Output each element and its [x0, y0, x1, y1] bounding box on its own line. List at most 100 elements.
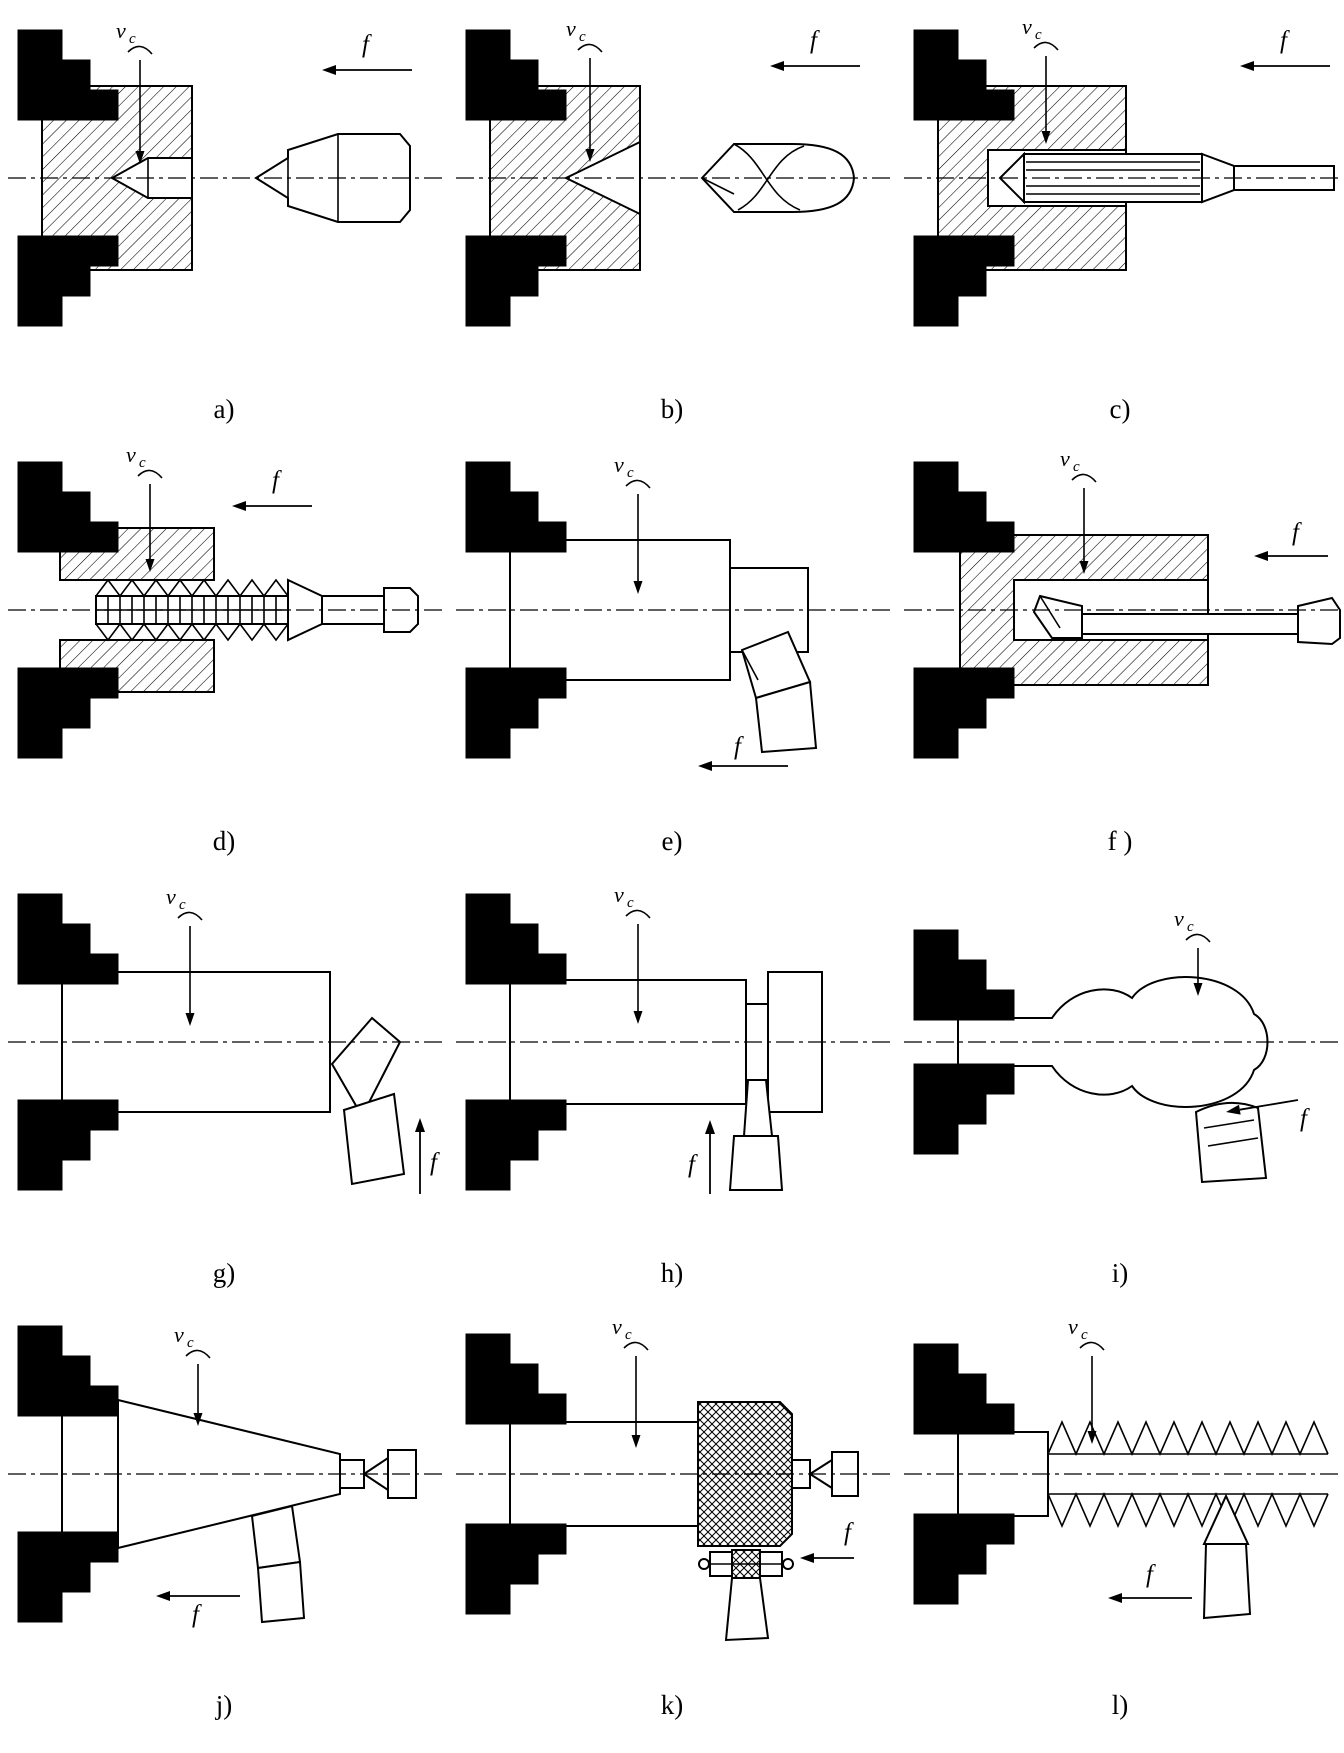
feed-annotation: f	[800, 1519, 854, 1563]
svg-text:v: v	[614, 452, 624, 477]
chuck	[17, 1325, 119, 1623]
svg-text:c: c	[139, 455, 146, 471]
svg-text:v: v	[1174, 906, 1184, 931]
chuck	[913, 29, 1015, 327]
panel-caption: k)	[660, 1690, 684, 1720]
chuck	[465, 461, 567, 759]
boring-tool	[1032, 594, 1341, 646]
svg-text:v: v	[566, 16, 576, 41]
chuck	[913, 1343, 1015, 1605]
facing-tool	[330, 1016, 406, 1186]
feed-annotation: f	[1240, 27, 1330, 71]
panel-caption: a)	[213, 394, 235, 424]
turning-tool	[740, 630, 818, 754]
chuck	[465, 29, 567, 327]
panel-caption: f )	[1107, 826, 1133, 856]
svg-text:c: c	[179, 897, 186, 913]
svg-text:f: f	[1280, 27, 1290, 54]
panel-caption: h)	[660, 1258, 684, 1288]
svg-text:c: c	[187, 1335, 194, 1351]
svg-text:c: c	[579, 29, 586, 45]
svg-text:f: f	[1300, 1105, 1310, 1132]
svg-text:c: c	[129, 31, 136, 47]
svg-text:f: f	[810, 27, 820, 54]
panel-caption: d)	[212, 826, 236, 856]
svg-text:f: f	[430, 1149, 440, 1176]
threading-tool	[1202, 1493, 1252, 1620]
feed-annotation: f	[770, 27, 860, 71]
panel-caption: e)	[661, 826, 683, 856]
svg-text:f: f	[1146, 1561, 1156, 1588]
svg-text:v: v	[614, 882, 624, 907]
chuck	[17, 893, 119, 1191]
svg-text:f: f	[192, 1601, 202, 1628]
svg-text:v: v	[1022, 14, 1032, 39]
feed-annotation: f	[1254, 519, 1328, 561]
svg-text:c: c	[1187, 919, 1194, 935]
feed-annotation: f	[1108, 1561, 1192, 1603]
knurling-tool	[698, 1549, 794, 1642]
feed-annotation: f	[415, 1118, 440, 1194]
svg-text:v: v	[116, 18, 126, 43]
svg-text:v: v	[1060, 446, 1070, 471]
chuck	[465, 1333, 567, 1615]
svg-text:c: c	[1081, 1327, 1088, 1343]
svg-text:c: c	[627, 895, 634, 911]
svg-text:f: f	[272, 467, 282, 494]
panel-caption: b)	[660, 394, 684, 424]
panel-caption: l)	[1111, 1690, 1129, 1720]
feed-annotation: f	[232, 467, 312, 511]
panel-caption: j)	[215, 1690, 233, 1720]
svg-text:v: v	[174, 1322, 184, 1347]
feed-annotation: f	[322, 31, 412, 75]
feed-annotation: f	[156, 1591, 240, 1628]
svg-text:c: c	[1073, 459, 1080, 475]
svg-text:v: v	[126, 442, 136, 467]
chuck	[17, 461, 119, 759]
form-tool	[1194, 1101, 1268, 1184]
panel-caption: c)	[1109, 394, 1131, 424]
feed-annotation: f	[698, 733, 788, 771]
chuck	[913, 461, 1015, 759]
workpiece	[61, 1398, 365, 1550]
svg-text:v: v	[612, 1314, 622, 1339]
panel-caption: i)	[1111, 1258, 1129, 1288]
svg-text:c: c	[1035, 27, 1042, 43]
chuck	[17, 29, 119, 327]
chuck	[913, 929, 1015, 1155]
panel-caption: g)	[212, 1258, 236, 1288]
chuck	[465, 893, 567, 1191]
turning-tool	[250, 1504, 306, 1624]
svg-text:c: c	[625, 1327, 632, 1343]
